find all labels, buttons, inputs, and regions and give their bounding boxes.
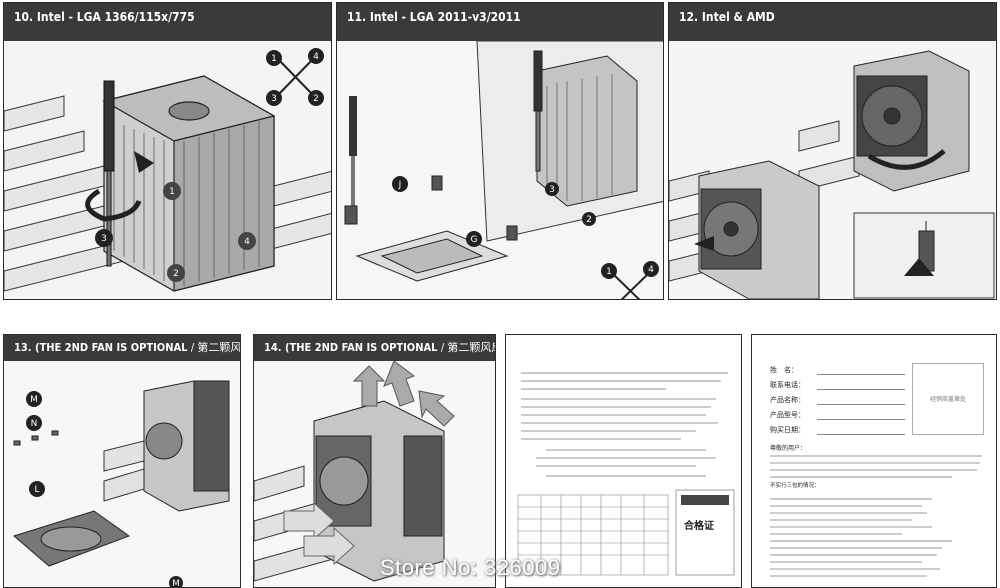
callout-3: 3 [271,94,277,104]
callout-L: L [34,485,39,495]
field-purchase-date-label: 购买日期： [770,427,805,434]
step-14-title: 14. (THE 2ND FAN IS OPTIONAL / 第二颗风扇为选购) [254,335,495,361]
svg-text:4: 4 [244,237,250,247]
step-14-illustration [254,361,495,587]
step-10-illustration: 1 4 3 2 1 3 4 2 [4,41,331,299]
svg-text:M: M [172,579,180,588]
callout-1: 1 [271,54,277,64]
callout-N: N [31,419,38,429]
step-13-illustration: M N L M [4,361,240,588]
panel-step-12: 12. Intel & AMD [668,2,997,300]
svg-text:1: 1 [606,267,612,277]
callout-G: G [471,235,478,245]
notice-title: 尊敬的用户： [770,446,807,452]
step-12-illustration [669,41,996,299]
panel-step-11: 11. Intel - LGA 2011-v3/2011 [336,2,664,300]
certificate-label: 合格证 [684,521,714,532]
callout-M: M [30,395,38,405]
svg-text:2: 2 [173,269,179,279]
step-13-title: 13. (THE 2ND FAN IS OPTIONAL / 第二颗风扇为选购) [4,335,240,361]
step-10-title: 10. Intel - LGA 1366/115x/775 [4,3,331,41]
svg-text:3: 3 [549,185,555,195]
store-watermark: Store No: 326009 [380,555,561,580]
terms-title: 不实行三包的情况： [770,483,820,489]
panel-step-13: 13. (THE 2ND FAN IS OPTIONAL / 第二颗风扇为选购)… [3,334,241,588]
document-page-manual: 合格证 [505,334,742,588]
svg-text:2: 2 [586,215,592,225]
panel-step-14: 14. (THE 2ND FAN IS OPTIONAL / 第二颗风扇为选购) [253,334,496,588]
field-phone-label: 联系电话： [770,382,805,389]
field-product-name-label: 产品名称： [770,397,805,404]
step-11-title: 11. Intel - LGA 2011-v3/2011 [337,3,663,41]
callout-4: 4 [313,52,319,62]
step-11-illustration: 1 4 J G 3 2 [337,41,663,299]
field-model-label: 产品型号： [770,412,805,419]
panel-step-10: 10. Intel - LGA 1366/115x/775 [3,2,332,300]
svg-text:3: 3 [101,234,107,244]
step-12-title: 12. Intel & AMD [669,3,996,41]
document-text-lines [517,372,735,576]
warranty-card: 姓 名： 联系电话： 产品名称： 产品型号： 购买日期： 经销商盖章处 尊敬的用… [751,334,997,588]
callout-2: 2 [313,94,319,104]
warranty-text-lines [770,455,982,577]
svg-text:4: 4 [648,265,654,275]
callout-J: J [398,180,402,190]
svg-text:1: 1 [169,187,175,197]
dealer-stamp-label: 经销商盖章处 [929,397,966,403]
field-name-label: 姓 名： [770,367,798,374]
